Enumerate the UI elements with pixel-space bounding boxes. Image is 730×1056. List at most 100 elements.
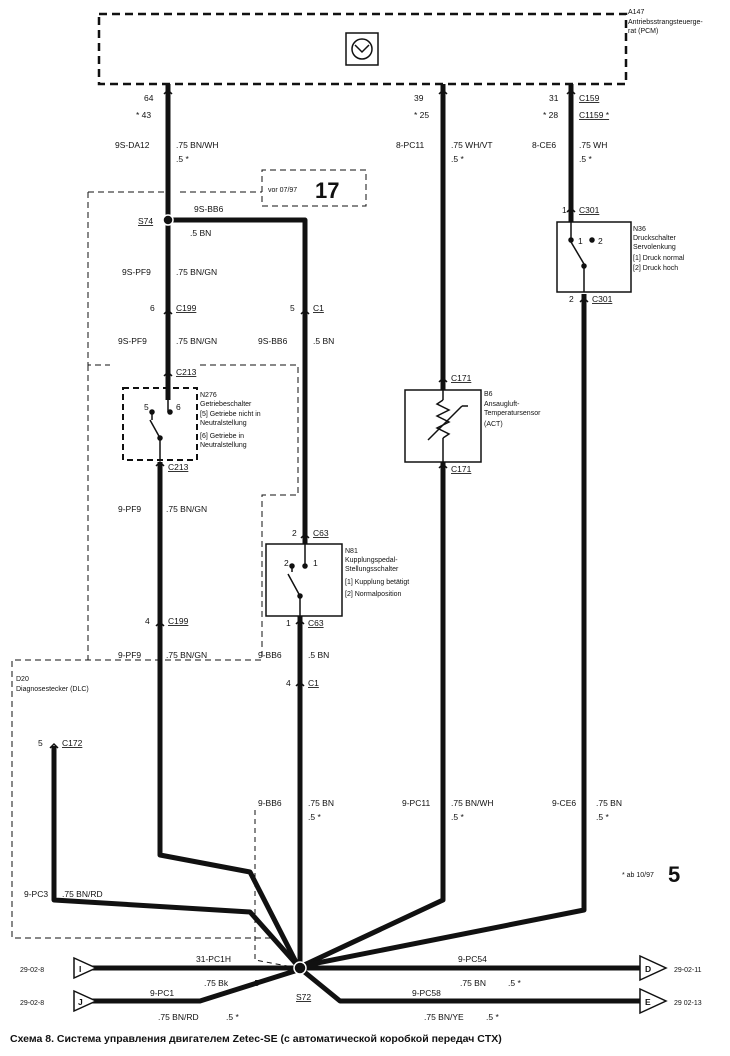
- pc1-code: 9-PC1: [150, 988, 174, 998]
- n81-switch-symbol: [287, 544, 308, 616]
- w3-conn: C159: [579, 93, 600, 103]
- pc1-size: .75 BN/RD: [158, 1012, 199, 1022]
- pc58-size: .75 BN/YE: [424, 1012, 464, 1022]
- c1a-pin: 5: [290, 303, 295, 313]
- wire-9s-bb6: [168, 217, 308, 560]
- n81-pin-bot: 1: [286, 618, 291, 628]
- w2-pin: 39: [414, 93, 424, 103]
- ce6-size: .75 BN: [596, 798, 622, 808]
- ce6-alt: .5 *: [596, 812, 609, 822]
- ecu-name-line1: Antriebsstrangsteuerge-: [628, 19, 703, 26]
- c199a-pin: 6: [150, 303, 155, 313]
- n81-line3: [1] Kupplung betätigt: [345, 579, 409, 586]
- pc3-code: 9-PC3: [24, 889, 48, 899]
- wire-9-pc1: [92, 967, 299, 1004]
- d20-pin: 5: [38, 738, 43, 748]
- n36-line2: Servolenkung: [633, 244, 676, 251]
- c199a-conn: C199: [176, 303, 197, 313]
- n276-switch-symbol: [149, 400, 173, 460]
- pc1h-code: 31-PC1H: [196, 954, 231, 964]
- n276-conn-bot: C213: [168, 462, 189, 472]
- n276-line3: Neutralstellung: [200, 420, 247, 427]
- n36-pin-top: 1: [562, 205, 567, 215]
- badge-5-prefix: * ab 10/97: [622, 872, 654, 879]
- b6-conn-top: C171: [451, 373, 472, 383]
- n276-line4: [6] Getriebe in: [200, 433, 244, 440]
- bb6c-alt: .5 *: [308, 812, 321, 822]
- s74-code: 9S-BB6: [194, 204, 224, 214]
- bb6c-code: 9-BB6: [258, 798, 282, 808]
- pc54-code: 9-PC54: [458, 954, 487, 964]
- splice-s72: [293, 961, 307, 975]
- n276-line2: [5] Getriebe nicht in: [200, 411, 261, 418]
- n81-line2: Stellungsschalter: [345, 566, 399, 573]
- b6-conn-bot: C171: [451, 464, 472, 474]
- c1a-conn: C1: [313, 303, 324, 313]
- n276-pin5: 5: [144, 402, 149, 412]
- n36-name: N36: [633, 226, 646, 233]
- n36-switch-symbol: [568, 222, 595, 292]
- n81-p2: 2: [284, 558, 289, 568]
- n81-line1: Kupplungspedal-: [345, 557, 398, 564]
- pc3-size: .75 BN/RD: [62, 889, 103, 899]
- w1-pin: 64: [144, 93, 154, 103]
- thermistor-icon: [427, 390, 468, 462]
- n81-conn-bot: C63: [308, 618, 324, 628]
- w1-pin-alt: * 43: [136, 110, 151, 120]
- w2-size: .75 WH/VT: [451, 140, 493, 150]
- s74-label: S74: [138, 216, 153, 226]
- wire-9-pc11: [300, 462, 446, 969]
- d20-id: D20: [16, 676, 29, 683]
- w3-size: .75 WH: [579, 140, 607, 150]
- wire-9-pc3: [51, 746, 300, 968]
- pf9a-size: .75 BN/GN: [176, 267, 217, 277]
- ref-d-page: 29-02-11: [674, 967, 702, 974]
- ref-flag-d: [639, 954, 668, 982]
- connector-chevrons: [49, 88, 589, 749]
- n36-line3: [1] Druck normal: [633, 255, 685, 262]
- splice-s74: [162, 214, 174, 226]
- w3-code: 8-CE6: [532, 140, 556, 150]
- pf9d-size: .75 BN/GN: [166, 650, 207, 660]
- w1-size: .75 BN/WH: [176, 140, 219, 150]
- n276-conn-top: C213: [176, 367, 197, 377]
- ref-d-letter: D: [645, 964, 651, 974]
- badge-5-number: 5: [668, 862, 680, 887]
- ecu-box: [97, 12, 628, 86]
- pc1h-size: .75 Bk: [204, 978, 229, 988]
- pc11-code: 9-PC11: [402, 798, 430, 808]
- pc58-code: 9-PC58: [412, 988, 441, 998]
- ref-e-page: 29 02-13: [674, 1000, 702, 1007]
- pf9b-code: 9S-PF9: [118, 336, 147, 346]
- n36-p1: 1: [578, 236, 583, 246]
- ref-i-letter: I: [79, 964, 81, 974]
- n36-conn-top: C301: [579, 205, 600, 215]
- bb6a-code: 9S-BB6: [258, 336, 288, 346]
- pf9c-code: 9-PF9: [118, 504, 141, 514]
- wire-9-ce6: [301, 294, 587, 969]
- d20-name: Diagnosestecker (DLC): [16, 686, 89, 693]
- c1b-pin: 4: [286, 678, 291, 688]
- pc1-alt: .5 *: [226, 1012, 239, 1022]
- ref-flag-i: [73, 956, 98, 980]
- ref-e-letter: E: [645, 997, 651, 1007]
- w3-alt: .5 *: [579, 154, 592, 164]
- n36-pin-bot: 2: [569, 294, 574, 304]
- w2-pin-alt: * 25: [414, 110, 429, 120]
- n276-name: N276: [200, 392, 217, 399]
- n81-p1: 1: [313, 558, 318, 568]
- ecu-id: A147: [628, 9, 644, 16]
- c199b-conn: C199: [168, 616, 189, 626]
- w2-code: 8-PC11: [396, 140, 424, 150]
- pf9c-size: .75 BN/GN: [166, 504, 207, 514]
- n276-line1: Getriebeschalter: [200, 401, 252, 408]
- n81-conn-top: C63: [313, 528, 329, 538]
- w1-alt: .5 *: [176, 154, 189, 164]
- n36-line4: [2] Druck hoch: [633, 265, 678, 272]
- w3-conn-alt: C1159 *: [579, 110, 610, 120]
- c1b-conn: C1: [308, 678, 319, 688]
- w3-pin-alt: * 28: [543, 110, 558, 120]
- s72-label: S72: [296, 992, 311, 1002]
- ecu-name-line2: rat (PCM): [628, 28, 658, 35]
